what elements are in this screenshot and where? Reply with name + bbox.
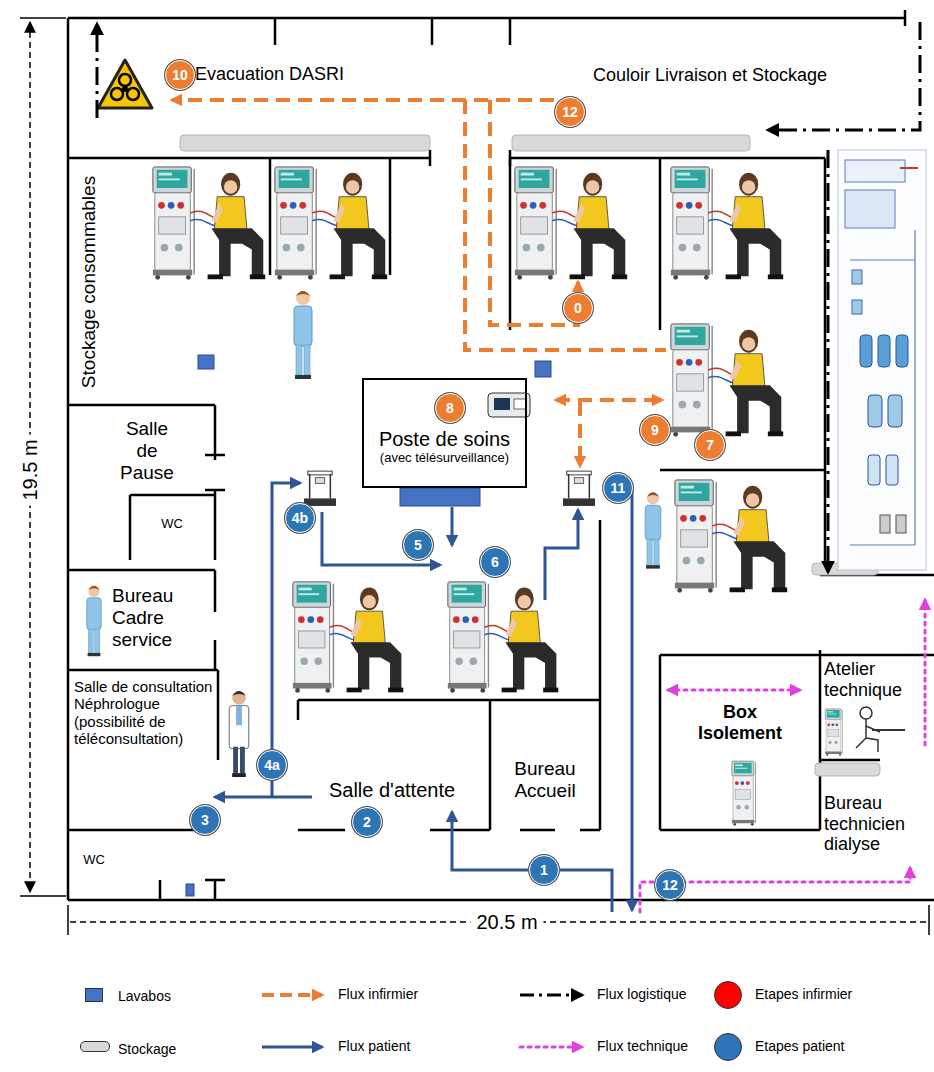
callout-circle: 12 (655, 870, 685, 900)
legend-swatch (80, 1041, 110, 1052)
callout-circle: 12 (555, 97, 585, 127)
water-treatment-panel (838, 150, 926, 570)
reception-room: Bureau Accueil (495, 752, 595, 808)
scales-and-monitor (304, 393, 595, 506)
callout-number: 3 (201, 813, 209, 827)
technician-office: Bureau technicien dialyse (822, 790, 922, 858)
storage-shelves (180, 135, 880, 776)
callout-circle: 1 (529, 855, 559, 885)
callout-circle: 11 (603, 473, 633, 503)
biohazard-symbol (98, 60, 152, 108)
room-name: Salle de consultation Néphrologue (possi… (74, 678, 213, 747)
callout-circle: 8 (435, 393, 465, 423)
wc-room: WC (72, 848, 116, 872)
callout-circle: 6 (480, 547, 510, 577)
legend-label: Flux infirmier (338, 986, 418, 1002)
storage-room: Stockage consommables (72, 168, 106, 396)
room-name: Salle de Pause (116, 418, 178, 484)
dialysis-stations (153, 167, 843, 826)
logistics-flow (97, 22, 920, 572)
callout-circle: 10 (165, 60, 195, 90)
patient-flow (272, 483, 632, 912)
callout-number: 0 (574, 301, 582, 315)
legend-label: Etapes patient (755, 1038, 845, 1054)
callout-number: 4a (264, 758, 280, 772)
callout-circle: 5 (403, 530, 433, 560)
legend-label: Flux logistique (597, 986, 687, 1002)
callout-number: 1 (540, 863, 548, 877)
room-name: Poste de soins (366, 428, 523, 451)
callout-number: 5 (414, 538, 422, 552)
legend-label: Flux patient (338, 1038, 410, 1054)
callout-number: 12 (562, 105, 578, 119)
consultation-room: Salle de consultation Néphrologue (possi… (72, 676, 215, 803)
legend-label: Flux technique (597, 1038, 688, 1054)
callout-number: 8 (446, 401, 454, 415)
patient-flow-arrow (215, 796, 312, 799)
callout-circle: 3 (190, 805, 220, 835)
room-name: Stockage consommables (78, 168, 100, 396)
waiting-room: Salle d'attente (312, 776, 472, 804)
legend-label: Stockage (118, 1041, 176, 1057)
room-name: Couloir Livraison et Stockage (567, 65, 853, 86)
room-name: WC (74, 853, 114, 868)
legend-line-samples (262, 995, 582, 1047)
room-name: Salle d'attente (314, 779, 470, 802)
break-room: Salle de Pause (114, 412, 180, 490)
room-subtitle: (avec télésurveillance) (366, 451, 523, 466)
technical-flow (640, 600, 925, 912)
callout-circle: 0 (563, 293, 593, 323)
room-name: Atelier technique (824, 659, 920, 700)
callout-circle: 4b (285, 503, 315, 533)
technician-figure (856, 707, 905, 752)
legend-swatch (714, 981, 742, 1009)
legend-label: Etapes infirmier (755, 986, 852, 1002)
legend-label: Lavabos (118, 988, 171, 1004)
callout-number: 2 (363, 815, 371, 829)
office-room: Bureau Cadre service (110, 582, 210, 654)
pressure-monitor (488, 393, 530, 417)
callout-number: 7 (706, 438, 714, 452)
callout-number: 12 (662, 878, 678, 892)
callout-number: 10 (172, 68, 188, 82)
corridor-label: Couloir Livraison et Stockage (565, 60, 855, 90)
dimension-label: 20.5 m (470, 911, 543, 934)
callout-circle: 4a (257, 750, 287, 780)
room-name: Bureau Accueil (497, 758, 593, 802)
room-name: Bureau Cadre service (112, 585, 208, 651)
area-label: Evacuation DASRI (195, 64, 344, 85)
callout-number: 6 (491, 555, 499, 569)
isolation-room: Box Isolement (690, 698, 790, 748)
workshop-room: Atelier technique (822, 657, 922, 703)
wc-room: WC (150, 512, 194, 536)
room-name: Bureau technicien dialyse (824, 793, 920, 855)
callout-circle: 9 (640, 415, 670, 445)
room-name: WC (152, 517, 192, 532)
staff-figures (87, 291, 905, 777)
callout-number: 11 (611, 481, 626, 495)
callout-circle: 7 (695, 430, 725, 460)
legend-swatch (85, 988, 103, 1002)
dimension-lines (20, 18, 929, 935)
room-name: Box Isolement (692, 702, 788, 743)
callout-circle: 2 (352, 807, 382, 837)
dimension-label: 19.5 m (19, 434, 42, 505)
nurse-flow (172, 100, 666, 466)
legend-swatch (714, 1033, 742, 1061)
callout-number: 4b (292, 511, 308, 525)
callout-number: 9 (651, 423, 659, 437)
walls (68, 10, 934, 900)
